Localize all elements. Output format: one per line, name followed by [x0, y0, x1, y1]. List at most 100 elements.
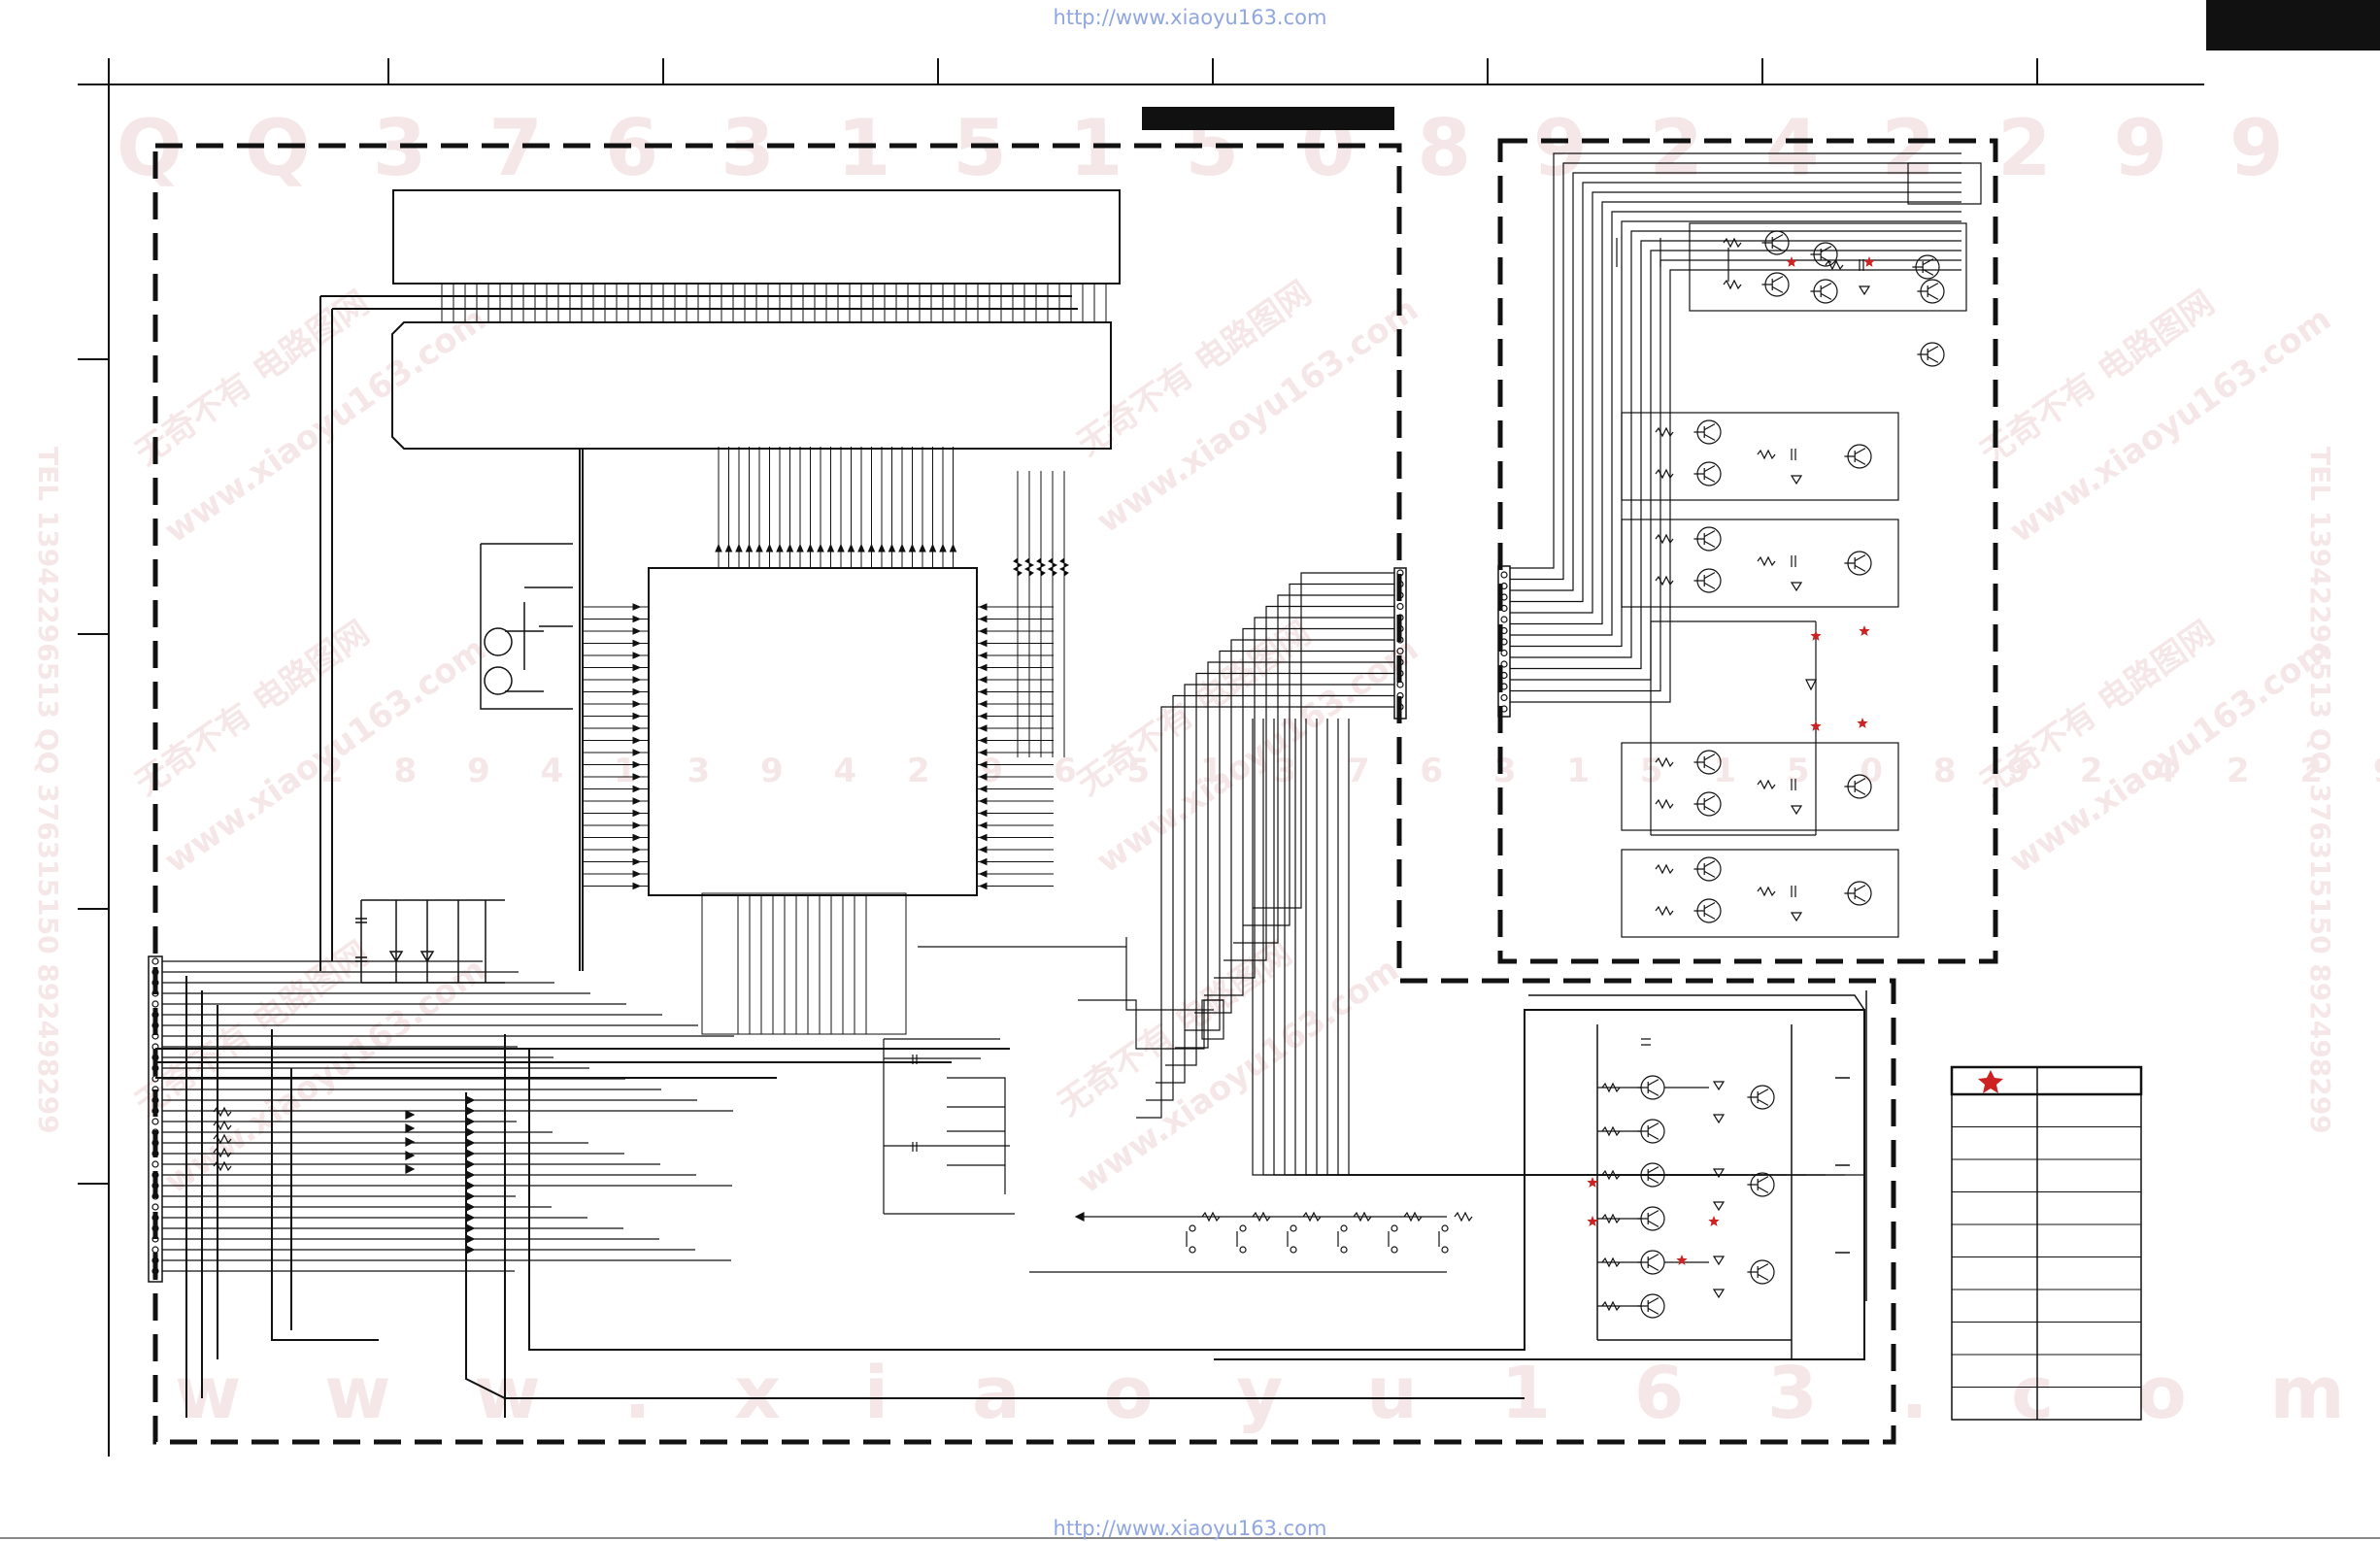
- resistor: [1252, 1211, 1271, 1223]
- star-icon: [1857, 718, 1868, 728]
- connector-pin: [151, 1139, 159, 1147]
- pin-arrow: [978, 615, 988, 623]
- resistor: [1825, 259, 1844, 271]
- watermark-diag-cn-3: 无奇不有 电路图网: [1973, 284, 2221, 474]
- transistor-leads: [1761, 234, 1784, 251]
- connector-pin: [1396, 624, 1404, 633]
- switch-contact: [1391, 1246, 1398, 1254]
- watermark-side-left: TEL 13942296513 QQ 376315150 892498299: [32, 447, 64, 1134]
- pin-arrow: [776, 543, 784, 553]
- connector-pin: [1500, 660, 1508, 668]
- transistor-leads: [1693, 465, 1716, 483]
- connector-pin: [151, 1214, 159, 1222]
- resistor: [213, 1133, 232, 1145]
- bus-line: [1194, 639, 1394, 1014]
- star-icon: [1859, 625, 1870, 636]
- board-trace: [1510, 152, 1961, 569]
- pin-arrow: [632, 773, 642, 781]
- signal-arrow: [465, 1191, 476, 1201]
- board-trace: [1510, 230, 1961, 658]
- page-number-tab: [2206, 0, 2380, 50]
- bus-line: [1165, 672, 1394, 1066]
- signal-arrow: [465, 1202, 476, 1212]
- capacitor: [1641, 1038, 1651, 1046]
- board-trace: [1597, 1087, 1709, 1132]
- source-url-bottom[interactable]: http://www.xiaoyu163.com: [1053, 1517, 1327, 1540]
- connector-pin: [151, 1256, 159, 1264]
- resistor: [1454, 1211, 1473, 1223]
- pin-arrow: [978, 833, 988, 842]
- left-connector-wires: [151, 957, 734, 1275]
- pin-arrow: [978, 821, 988, 829]
- signal-arrow: [465, 1170, 476, 1180]
- lower-transistor-stages: [1597, 1038, 1775, 1319]
- stage-box: [1621, 412, 1899, 501]
- connector-pin: [151, 1192, 159, 1200]
- signal-arrow: [465, 1234, 476, 1244]
- resistor: [1023, 557, 1035, 577]
- display-connector: [319, 189, 1121, 971]
- transistor-leads: [1637, 1297, 1659, 1315]
- board-trace: [1510, 240, 1961, 670]
- connector-pin: [1396, 681, 1404, 688]
- pin-arrow: [867, 543, 876, 553]
- bus-line: [1146, 694, 1394, 1101]
- pin-arrow: [978, 627, 988, 635]
- legend-rows: [1952, 1126, 2141, 1388]
- pin-arrow: [888, 543, 896, 553]
- connector-pin: [151, 979, 159, 987]
- connector-pin: [1500, 649, 1508, 657]
- switch-contact: [1239, 1246, 1247, 1254]
- transistor-leads: [1693, 902, 1716, 920]
- switch-contact: [1340, 1224, 1348, 1232]
- diode: [1790, 912, 1803, 922]
- pin-arrow: [978, 749, 988, 756]
- connector-pin: [1500, 638, 1508, 646]
- diode: [1858, 285, 1871, 296]
- capacitor: [1791, 886, 1796, 897]
- pin-arrow: [632, 700, 642, 708]
- pin-arrow: [949, 543, 957, 553]
- transistor-leads: [1693, 754, 1716, 771]
- pin-arrow: [978, 700, 988, 708]
- board-trace: [1510, 162, 1961, 581]
- resistor: [1058, 557, 1070, 577]
- transistor-leads: [1637, 1166, 1659, 1184]
- connector-pin: [151, 1128, 159, 1136]
- switch-contact: [1290, 1224, 1297, 1232]
- connector-pin: [151, 1000, 159, 1008]
- transistor-leads: [1747, 1089, 1769, 1106]
- pin-arrow: [632, 712, 642, 720]
- star-icon: [1810, 720, 1822, 731]
- pin-arrow: [735, 543, 743, 553]
- pin-arrow: [928, 543, 937, 553]
- connector-pin: [151, 1086, 159, 1093]
- connector-pin: [151, 1160, 159, 1168]
- pin-arrow: [939, 543, 947, 553]
- connector-pin: [1396, 569, 1404, 577]
- resistor: [213, 1106, 232, 1118]
- connector-pin: [1396, 691, 1404, 700]
- rc-network: [883, 937, 1447, 1273]
- resistor: [1655, 533, 1674, 545]
- pin-arrow: [817, 543, 824, 553]
- resistor: [1655, 426, 1674, 438]
- signal-arrow: [1074, 1212, 1085, 1222]
- pin-arrow: [724, 543, 733, 553]
- resistor: [213, 1120, 232, 1131]
- connector-pin: [1396, 602, 1404, 611]
- connector-pin: [1500, 571, 1508, 579]
- bridge-box: [1650, 620, 1817, 836]
- source-url-top[interactable]: http://www.xiaoyu163.com: [1053, 6, 1327, 29]
- pin-arrow: [632, 749, 642, 756]
- connector-pin: [1500, 604, 1508, 613]
- capacitor: [1859, 259, 1864, 271]
- capacitor: [1791, 779, 1796, 790]
- pin-arrow: [826, 543, 835, 553]
- legend-table: [1950, 1065, 2143, 1421]
- pin-arrow: [919, 543, 926, 553]
- board-trace: [1510, 182, 1961, 603]
- connector-pin: [1500, 705, 1508, 713]
- resistor: [1655, 756, 1674, 768]
- pin-arrow: [978, 882, 988, 890]
